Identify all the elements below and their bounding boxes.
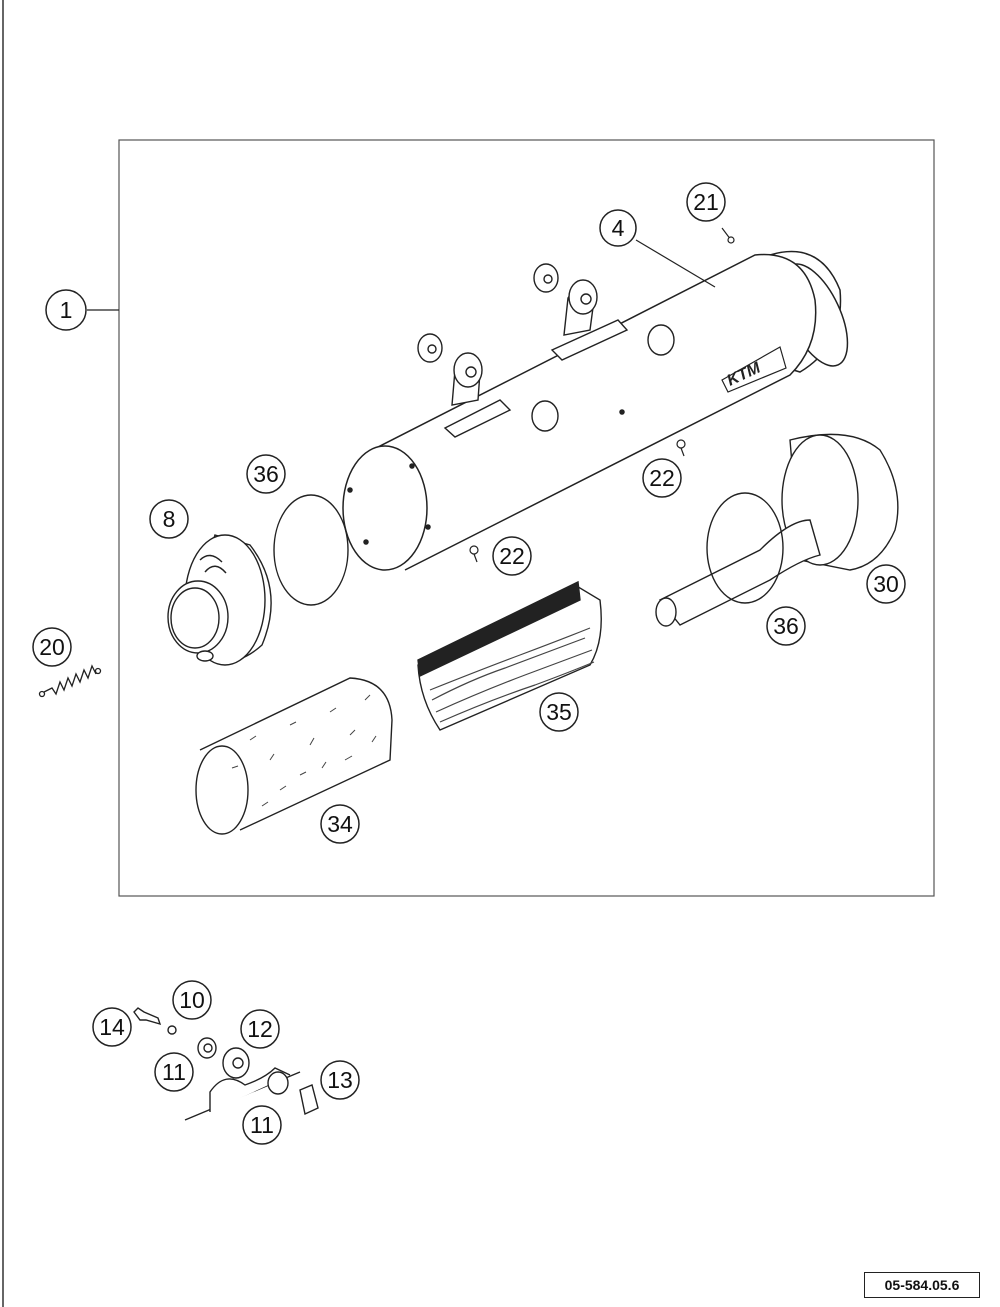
callout-8-label: 8 [163,506,176,532]
callout-8: 8 [149,499,189,539]
callout-4: 4 [599,209,716,288]
callout-22a-label: 22 [649,465,675,491]
callout-35: 35 [539,692,579,732]
callout-34: 34 [320,804,360,844]
callout-35-label: 35 [546,699,572,725]
callout-22b: 22 [492,536,532,576]
screw-22-right [676,439,686,457]
callout-36b: 36 [766,606,806,646]
callout-20-label: 20 [39,634,65,660]
insert-35 [417,580,602,731]
end-cap-8 [167,534,272,666]
callout-11a: 11 [154,1052,194,1092]
callout-13: 13 [320,1060,360,1100]
callout-36a: 36 [246,454,286,494]
callout-36a-label: 36 [253,461,279,487]
callout-11a-label: 11 [162,1059,186,1085]
callout-30-label: 30 [873,571,899,597]
mount-detail [133,1007,319,1121]
callout-21: 21 [686,182,726,222]
callout-1-label: 1 [60,297,73,323]
assembly-frame [118,139,935,897]
silencer-body: KTM [342,250,849,571]
callout-21-label: 21 [693,189,719,215]
mounting-brackets [443,279,629,438]
callout-13-label: 13 [327,1067,353,1093]
callout-11b-label: 11 [250,1112,274,1138]
callout-30: 30 [866,564,906,604]
callout-22a: 22 [642,458,682,498]
callout-12: 12 [240,1009,280,1049]
callout-11b: 11 [242,1105,282,1145]
damper-washers [417,263,675,432]
callout-14: 14 [92,1007,132,1047]
callout-10-label: 10 [179,987,205,1013]
callout-20: 20 [32,627,72,667]
callout-22b-label: 22 [499,543,525,569]
callout-10: 10 [172,980,212,1020]
callout-36b-label: 36 [773,613,799,639]
callout-1: 1 [45,289,87,331]
callout-12-label: 12 [247,1016,273,1042]
gasket-36-left [273,494,349,606]
packing-34 [195,677,393,835]
spring-20 [38,664,102,698]
gasket-36-right [706,492,784,604]
callout-4-label: 4 [612,215,625,241]
callout-34-label: 34 [327,811,353,837]
screw-22-left [469,545,479,563]
screw-21 [721,227,735,244]
drawing-number-label: 05-584.05.6 [864,1272,980,1298]
callout-14-label: 14 [99,1014,125,1040]
inlet-cone-30 [655,433,899,627]
